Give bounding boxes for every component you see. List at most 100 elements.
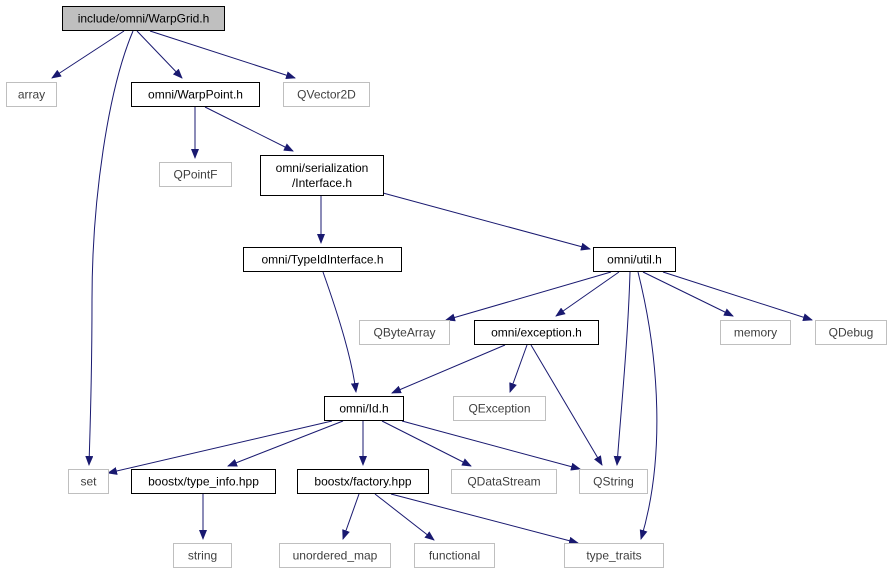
node-set: set: [68, 469, 109, 494]
node-label: omni/TypeIdInterface.h: [261, 253, 383, 267]
edge-arrow: [662, 271, 813, 322]
dependency-edges: [51, 30, 813, 545]
node-label: QDataStream: [467, 475, 540, 489]
node-box: [564, 543, 664, 568]
node-qpointf: QPointF: [159, 162, 232, 187]
edge-id-to-qdatastream: [381, 420, 472, 467]
node-label: QString: [593, 475, 634, 489]
node-qdebug: QDebug: [815, 320, 887, 345]
node-box: [359, 320, 450, 345]
node-box: [453, 396, 546, 421]
node-box: [62, 6, 225, 31]
edge-arrow: [51, 30, 125, 79]
edge-arrow: [391, 344, 506, 394]
node-label: unordered_map: [293, 549, 378, 563]
edge-id-to-qstring: [401, 420, 581, 471]
node-label: boostx/factory.hpp: [314, 475, 411, 489]
edge-arrow: [382, 192, 591, 251]
edge-factory-to-unordered_map: [342, 493, 360, 540]
node-label: QDebug: [829, 326, 874, 340]
node-label: functional: [429, 549, 480, 563]
node-label: omni/Id.h: [339, 402, 388, 416]
node-label: set: [80, 475, 97, 489]
node-warppoint[interactable]: omni/WarpPoint.h: [131, 82, 260, 107]
node-memory: memory: [720, 320, 791, 345]
edge-arrow: [227, 420, 344, 467]
node-box: [131, 82, 260, 107]
node-box: [131, 469, 276, 494]
node-box: [720, 320, 791, 345]
edge-util-to-type_traits: [637, 271, 658, 540]
node-label: QPointF: [173, 168, 217, 182]
node-type_traits: type_traits: [564, 543, 664, 568]
edge-arrow: [445, 271, 612, 322]
node-qdatastream: QDataStream: [451, 469, 557, 494]
edge-exception-to-qexception: [509, 344, 528, 393]
node-label: string: [188, 549, 217, 563]
edge-arrow: [381, 420, 472, 467]
node-label: omni/WarpPoint.h: [148, 88, 243, 102]
node-label: omni/util.h: [607, 253, 662, 267]
node-label: memory: [734, 326, 777, 340]
node-label: QByteArray: [373, 326, 435, 340]
edge-id-to-set: [107, 420, 333, 475]
edge-id-to-typeinfo: [227, 420, 344, 467]
node-unordered_map: unordered_map: [279, 543, 391, 568]
edge-warpgrid-to-set: [85, 30, 134, 466]
edge-arrow: [107, 420, 333, 475]
edge-arrow: [401, 420, 581, 471]
node-box: [68, 469, 109, 494]
node-label: omni/exception.h: [491, 326, 582, 340]
node-typeid[interactable]: omni/TypeIdInterface.h: [243, 247, 402, 272]
node-box: [297, 469, 429, 494]
edge-util-to-memory: [642, 271, 734, 317]
node-exception[interactable]: omni/exception.h: [474, 320, 599, 345]
edge-typeid-to-id: [322, 271, 359, 393]
node-box: [260, 155, 384, 196]
node-warpgrid[interactable]: include/omni/WarpGrid.h: [62, 6, 225, 31]
node-util[interactable]: omni/util.h: [593, 247, 676, 272]
edge-arrow: [637, 271, 658, 540]
edge-arrow: [136, 30, 183, 79]
node-box: [451, 469, 557, 494]
node-box: [593, 247, 676, 272]
edge-util-to-qdebug: [662, 271, 813, 322]
edge-arrow: [555, 271, 620, 317]
node-serialization[interactable]: omni/serialization/Interface.h: [260, 155, 384, 196]
node-label: /Interface.h: [292, 176, 352, 190]
node-box: [159, 162, 232, 187]
edge-arrow: [149, 30, 296, 80]
node-box: [173, 543, 232, 568]
node-label: include/omni/WarpGrid.h: [78, 12, 210, 26]
edge-arrow: [342, 493, 360, 540]
node-box: [579, 469, 648, 494]
node-qvector2d: QVector2D: [283, 82, 370, 107]
edge-arrow: [642, 271, 734, 317]
node-typeinfo[interactable]: boostx/type_info.hpp: [131, 469, 276, 494]
node-box: [283, 82, 370, 107]
dependency-nodes: include/omni/WarpGrid.h array omni/WarpPoi…: [6, 6, 887, 568]
node-qbytearray: QByteArray: [359, 320, 450, 345]
node-functional: functional: [414, 543, 495, 568]
edge-util-to-qbytearray: [445, 271, 612, 322]
node-id[interactable]: omni/Id.h: [324, 396, 404, 421]
edge-arrow: [374, 493, 435, 541]
edge-warppoint-to-serialization: [204, 106, 294, 152]
edge-arrow: [509, 344, 528, 393]
edge-factory-to-functional: [374, 493, 435, 541]
node-string: string: [173, 543, 232, 568]
edge-arrow: [322, 271, 359, 393]
node-factory[interactable]: boostx/factory.hpp: [297, 469, 429, 494]
node-label: QVector2D: [297, 88, 356, 102]
node-box: [324, 396, 404, 421]
node-array: array: [6, 82, 57, 107]
node-label: boostx/type_info.hpp: [148, 475, 259, 489]
node-box: [6, 82, 57, 107]
node-label: array: [18, 88, 45, 102]
node-label: type_traits: [586, 549, 641, 563]
node-box: [474, 320, 599, 345]
node-qstring: QString: [579, 469, 648, 494]
edge-arrow: [390, 493, 579, 545]
node-label: QException: [468, 402, 530, 416]
node-box: [815, 320, 887, 345]
